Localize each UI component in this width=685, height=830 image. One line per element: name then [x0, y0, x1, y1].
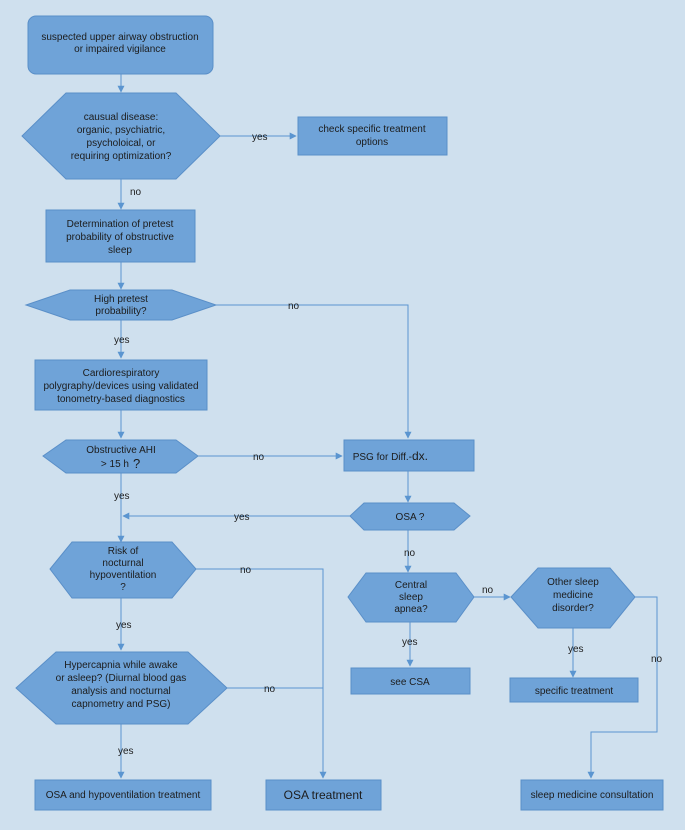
pretest-line-3: sleep — [108, 245, 132, 256]
label-pretest-yes: yes — [114, 335, 130, 346]
causal-line-3: psycholoical, or — [87, 138, 157, 149]
osa-treatment-label: OSA treatment — [284, 788, 363, 802]
causal-line-4: requiring optimization? — [71, 151, 172, 162]
psg-label-suffix: dx. — [412, 449, 428, 463]
polygraphy-box — [34, 359, 208, 411]
label-hyper-no: no — [264, 684, 276, 695]
central-line-1: Central — [395, 580, 427, 591]
osa-treatment-box — [265, 779, 382, 811]
edge-risk-no — [196, 568, 327, 779]
node-hypercapnia: Hypercapnia while awake or asleep? (Diur… — [15, 651, 228, 725]
node-start: suspected upper airway obstruction or im… — [27, 15, 214, 75]
risk-line-1: Risk of — [108, 546, 139, 557]
osa-label: OSA ? — [396, 512, 425, 523]
other-hexagon — [510, 567, 636, 629]
node-causal-disease: causual disease: organic, psychiatric, p… — [21, 92, 221, 180]
check-line-1: check specific treatment — [318, 124, 425, 135]
osa-hypo-treatment-label: OSA and hypoventilation treatment — [46, 790, 201, 801]
risk-line-2: nocturnal — [102, 558, 143, 569]
high-line-1: High pretest — [94, 294, 148, 305]
see-csa-label: see CSA — [390, 677, 430, 688]
label-osa-yes: yes — [234, 512, 250, 523]
label-ahi-no: no — [253, 452, 265, 463]
poly-line-3: tonometry-based diagnostics — [57, 394, 185, 405]
hyper-line-4: capnometry and PSG) — [72, 699, 171, 710]
label-central-no: no — [482, 585, 494, 596]
poly-line-1: Cardiorespiratory — [83, 368, 160, 379]
psg-label: PSG for Diff.- — [353, 452, 412, 463]
label-central-yes: yes — [402, 637, 418, 648]
edge-labels: yes no no yes no yes yes no no no yes ye… — [114, 132, 663, 757]
label-hyper-yes: yes — [118, 746, 134, 757]
psg-box — [343, 439, 475, 472]
high-pretest-hexagon — [24, 289, 218, 321]
node-other-disorder: Other sleep medicine disorder? — [510, 567, 636, 629]
causal-line-2: organic, psychiatric, — [77, 125, 165, 136]
risk-line-3: hypoventilation — [90, 570, 157, 581]
osa-hypo-treatment-box — [34, 779, 212, 811]
edge-other-no — [587, 596, 658, 779]
label-osa-no: no — [404, 548, 416, 559]
node-high-pretest: High pretest probability? — [24, 289, 218, 321]
other-line-3: disorder? — [552, 603, 594, 614]
central-line-2: sleep — [399, 592, 423, 603]
high-line-2: probability? — [95, 306, 147, 317]
risk-line-4: ? — [120, 582, 126, 593]
causal-line-1: causual disease: — [84, 112, 159, 123]
node-see-csa: see CSA — [350, 667, 471, 695]
pretest-line-1: Determination of pretest — [67, 219, 174, 230]
ahi-hexagon — [42, 439, 199, 474]
osa-hexagon — [349, 502, 471, 531]
label-other-no: no — [651, 654, 663, 665]
causal-hexagon — [21, 92, 221, 180]
node-pretest-determination: Determination of pretest probability of … — [45, 209, 196, 263]
pretest-line-2: probability of obstructive — [66, 232, 174, 243]
ahi-line-1: Obstructive AHI — [86, 445, 155, 456]
node-check-treatment: check specific treatment options — [297, 116, 448, 156]
node-osa-hypo-treatment: OSA and hypoventilation treatment — [34, 779, 212, 811]
hyper-line-3: analysis and nocturnal — [71, 686, 171, 697]
central-hexagon — [347, 572, 475, 623]
label-risk-no: no — [240, 565, 252, 576]
pretest-box — [45, 209, 196, 263]
node-psg: PSG for Diff.- dx. — [343, 439, 475, 472]
node-obstructive-ahi: Obstructive AHI > 15 h ? — [42, 439, 199, 474]
node-osa-treatment: OSA treatment — [265, 779, 382, 811]
specific-treatment-label: specific treatment — [535, 686, 614, 697]
node-specific-treatment: specific treatment — [509, 677, 639, 703]
label-ahi-yes: yes — [114, 491, 130, 502]
risk-hexagon — [49, 541, 197, 599]
node-polygraphy: Cardiorespiratory polygraphy/devices usi… — [34, 359, 208, 411]
node-consultation: sleep medicine consultation — [520, 779, 664, 811]
hyper-line-2: or asleep? (Diurnal blood gas — [56, 673, 187, 684]
node-central-apnea: Central sleep apnea? — [347, 572, 475, 623]
see-csa-box — [350, 667, 471, 695]
label-other-yes: yes — [568, 644, 584, 655]
label-causal-yes: yes — [252, 132, 268, 143]
label-causal-no: no — [130, 187, 142, 198]
poly-line-2: polygraphy/devices using validated — [43, 381, 198, 392]
label-risk-yes: yes — [116, 620, 132, 631]
ahi-line-2: > 15 h — [101, 459, 129, 470]
start-box — [27, 15, 214, 75]
specific-treatment-box — [509, 677, 639, 703]
other-line-2: medicine — [553, 590, 593, 601]
node-osa-question: OSA ? — [349, 502, 471, 531]
ahi-question-mark: ? — [133, 456, 140, 471]
node-risk-hypoventilation: Risk of nocturnal hypoventilation ? — [49, 541, 197, 599]
start-line-1: suspected upper airway obstruction — [41, 32, 198, 43]
label-pretest-no: no — [288, 301, 300, 312]
other-line-1: Other sleep — [547, 577, 599, 588]
connectors — [117, 74, 658, 779]
central-line-3: apnea? — [394, 604, 428, 615]
consultation-label: sleep medicine consultation — [531, 790, 654, 801]
check-treatment-box — [297, 116, 448, 156]
edge-high-no — [216, 304, 412, 439]
check-line-2: options — [356, 137, 388, 148]
hyper-line-1: Hypercapnia while awake — [64, 660, 178, 671]
consultation-box — [520, 779, 664, 811]
hypercapnia-hexagon — [15, 651, 228, 725]
start-line-2: or impaired vigilance — [74, 44, 166, 55]
